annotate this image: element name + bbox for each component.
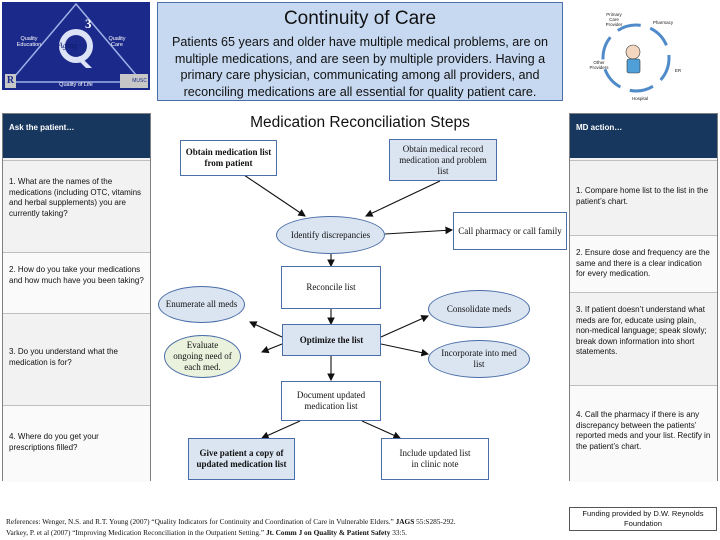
document-list-box: Document updated medication list [281,381,381,421]
give-patient-copy-box: Give patient a copy of updated medicatio… [188,438,295,480]
logo-quality-of-life: Quality of Life [59,82,93,88]
reference-1-pages: 55:S285-292. [414,517,456,526]
list-item: 4. Where do you get your prescriptions f… [3,405,150,482]
care-label-er: ER [674,68,682,73]
optimize-list-box: Optimize the list [282,324,381,356]
list-item: 3. Do you understand what the medication… [3,313,150,405]
flow-title: Medication Reconciliation Steps [250,114,470,131]
consolidate-meds-oval: Consolidate meds [428,290,530,328]
reference-2-journal: Jt. Comm J on Quality & Patient Safety [265,528,391,537]
incorporate-meds-oval: Incorporate into med list [428,340,530,378]
include-clinic-note-box: Include updated list in clinic note [381,438,489,480]
intro-text: Patients 65 years and older have multipl… [172,35,548,99]
list-item: 1. What are the names of the medications… [3,160,150,252]
page-title: Continuity of Care [283,8,437,29]
funding-note: Funding provided by D.W. Reynolds Founda… [569,507,717,531]
list-item: 4. Call the pharmacy if there is any dis… [570,385,717,482]
list-item: 2. Ensure dose and frequency are the sam… [570,235,717,292]
reference-2-text: Varkey, P. et al (2007) “Improving Medic… [6,528,266,537]
reference-1-text: References: Wenger, N.S. and R.T. Young … [6,517,396,526]
logo-quality-care: Quality Care [108,36,126,48]
continuity-header: Continuity of Care Patients 65 years and… [157,2,563,101]
care-label-other: Other Providers [589,60,609,70]
care-circle-diagram: Primary Care Provider Pharmacy Other Pro… [580,8,692,104]
enumerate-meds-oval: Enumerate all meds [158,286,245,323]
evaluate-need-oval: Evaluate ongoing need of each med. [164,335,241,378]
reconcile-list-box: Reconcile list [281,266,381,309]
list-item: 3. If patient doesn’t understand what me… [570,292,717,385]
reference-1-journal: JAGS [395,517,415,526]
references: References: Wenger, N.S. and R.T. Young … [6,516,566,538]
quality-of-care-aging-logo: Quality Education Quality Care 3 Aging Q… [2,2,150,90]
ask-patient-panel: Ask the patient… 1. What are the names o… [2,113,151,482]
care-label-pharmacy: Pharmacy [652,20,674,25]
logo-number: 3 [85,16,92,31]
identify-discrepancies-oval: Identify discrepancies [276,216,385,254]
obtain-record-box: Obtain medical record medication and pro… [389,139,497,181]
musc-badge-logo: MUSC [120,74,148,88]
logo-quality-education: Quality Education [16,36,42,48]
obtain-patient-list-box: Obtain medication list from patient [180,140,277,176]
reference-1: References: Wenger, N.S. and R.T. Young … [6,516,566,527]
md-action-panel: MD action… 1. Compare home list to the l… [569,113,718,482]
care-label-hospital: Hospital [631,96,649,101]
care-label-primary: Primary Care Provider [605,12,623,27]
care-cycle-arrows [601,23,671,93]
triangle-logo-graphic [8,2,144,83]
logo-aging: Aging [58,41,78,50]
reference-2-pages: 33:5. [390,528,408,537]
ask-patient-header: Ask the patient… [3,114,150,158]
r-badge-logo: R [5,74,16,88]
call-pharmacy-box: Call pharmacy or call family [453,212,567,250]
list-item: 2. How do you take your medications and … [3,252,150,313]
md-action-header: MD action… [570,114,717,158]
list-item: 1. Compare home list to the list in the … [570,160,717,235]
reference-2: Varkey, P. et al (2007) “Improving Medic… [6,527,566,538]
